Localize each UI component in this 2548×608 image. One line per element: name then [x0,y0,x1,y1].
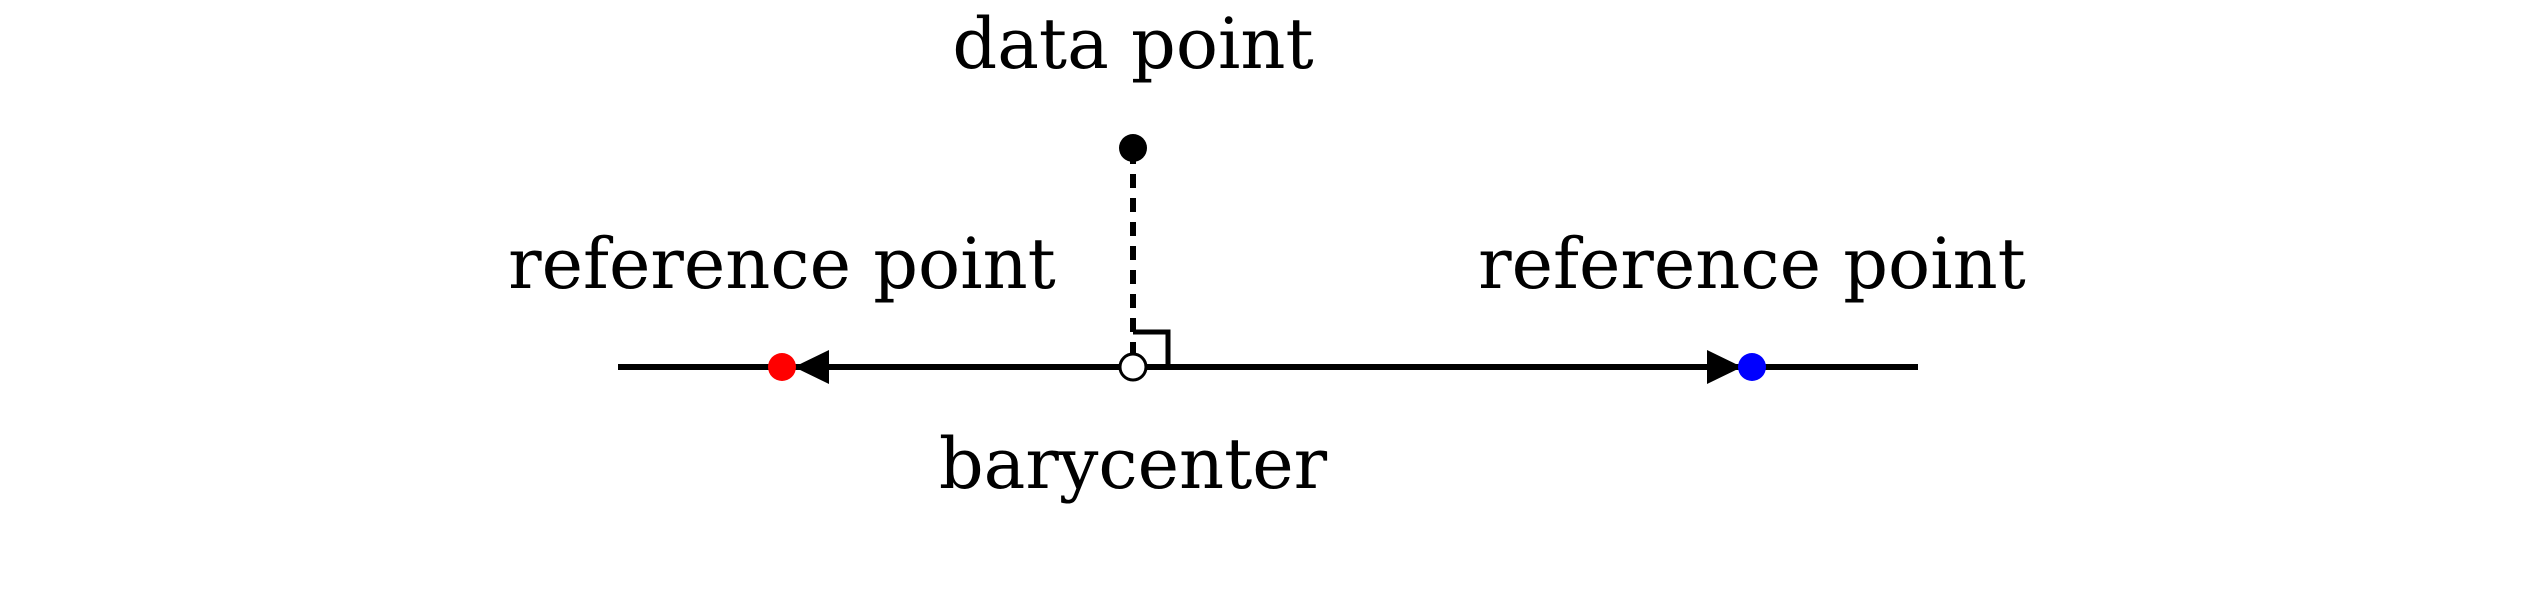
arrowhead-right [1707,350,1742,384]
reference-point-right-label: reference point [1478,223,2026,305]
reference-point-left-label: reference point [508,223,1056,305]
barycenter-marker [1118,352,1148,382]
reference-point-left-marker [768,353,796,381]
reference-point-right-marker [1738,353,1766,381]
data-point-marker [1119,134,1147,162]
data-point-label: data point [952,3,1313,85]
arrowhead-left [794,350,829,384]
barycenter-label: barycenter [939,423,1328,505]
right-angle-marker [1133,329,1171,367]
